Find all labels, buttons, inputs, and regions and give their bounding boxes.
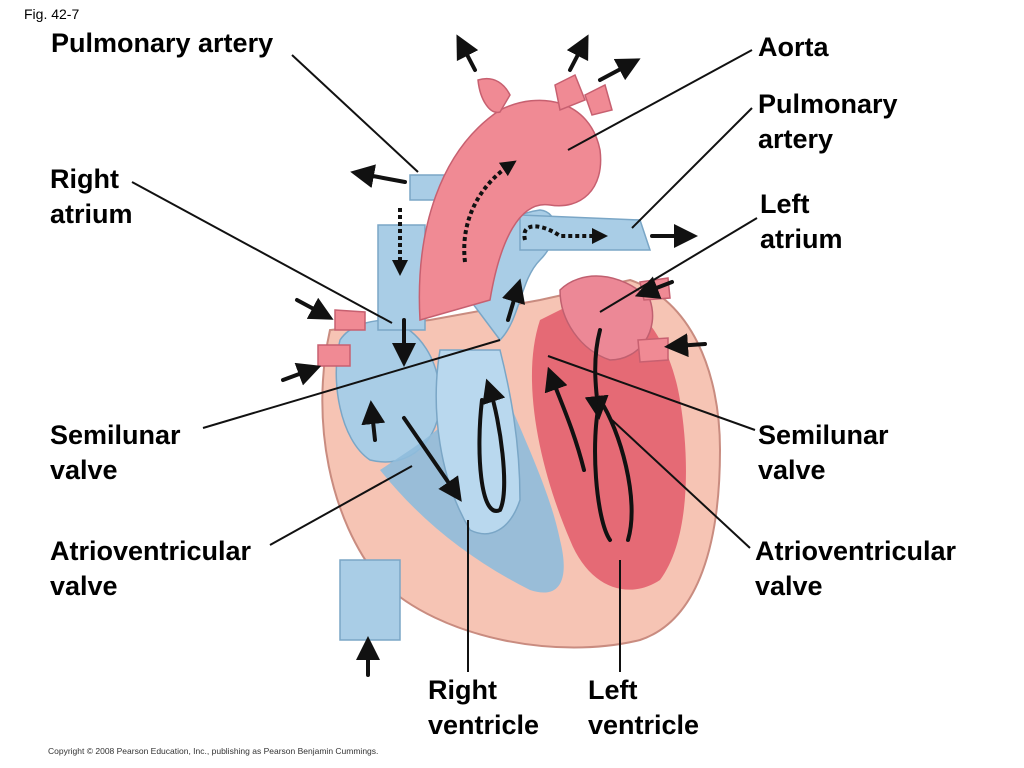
label-atrioventricular-valve-right: Atrioventricular valve xyxy=(755,536,957,601)
superior-vena-cava xyxy=(377,224,426,331)
aorta-branch-1 xyxy=(477,78,511,114)
pulmonary-vein-left-lower xyxy=(317,344,351,367)
label-pulmonary-artery-left: Pulmonary artery xyxy=(51,28,274,58)
dashed-flow-arrows xyxy=(392,160,608,276)
pulmonary-vein-left-upper xyxy=(334,309,366,331)
label-right-atrium: Right atrium xyxy=(50,164,133,229)
label-pulmonary-artery-right: Pulmonary artery xyxy=(758,89,898,154)
pulmonary-vein-right-lower xyxy=(637,337,669,363)
label-semilunar-valve-right: Semilunar valve xyxy=(758,420,889,485)
blood-flow-arrows xyxy=(281,34,707,677)
inferior-vena-cava xyxy=(339,559,401,641)
label-semilunar-valve-left: Semilunar valve xyxy=(50,420,181,485)
label-right-ventricle: Right ventricle xyxy=(428,675,540,740)
copyright-notice: Copyright © 2008 Pearson Education, Inc.… xyxy=(48,746,379,756)
figure-label: Fig. 42-7 xyxy=(24,6,80,22)
label-aorta: Aorta xyxy=(758,32,829,62)
leader-lines xyxy=(131,49,758,672)
aorta-branch-3 xyxy=(584,83,613,116)
aorta-branch-2 xyxy=(554,73,586,112)
label-left-atrium: Left atrium xyxy=(760,189,843,254)
label-left-ventricle: Left ventricle xyxy=(588,675,700,740)
pulmonary-artery-right-branch xyxy=(519,214,652,251)
label-atrioventricular-valve-left: Atrioventricular valve xyxy=(50,536,252,601)
left-atrium-chamber xyxy=(559,275,654,361)
